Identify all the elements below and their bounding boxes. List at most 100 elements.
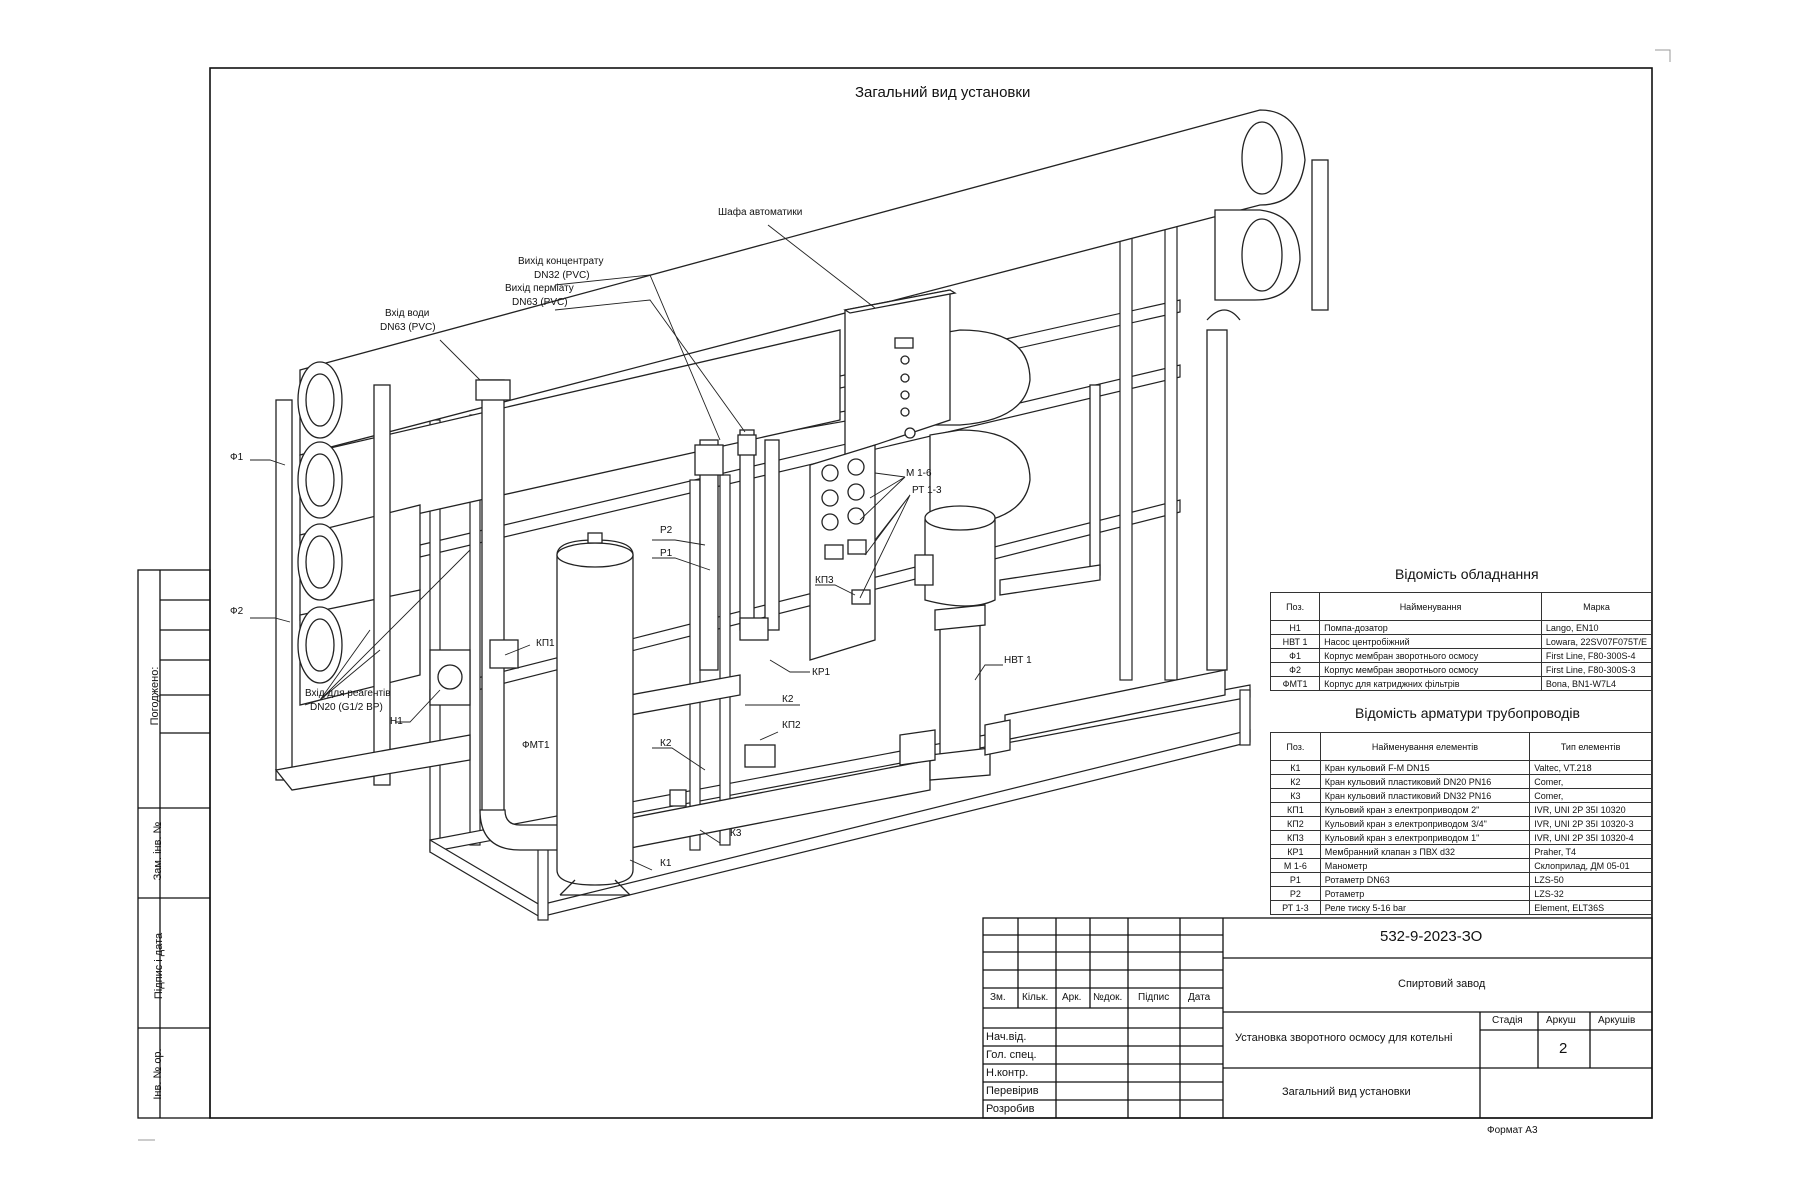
role-rozrobyv: Розробив — [986, 1103, 1035, 1115]
format-label: Формат А3 — [1487, 1125, 1538, 1136]
label-p1: Р1 — [660, 548, 673, 559]
label-nvt1: НВТ 1 — [1004, 655, 1032, 666]
fittings-header-cell: Найменування елементів — [1319, 732, 1531, 761]
label-kr1: КР1 — [812, 667, 831, 678]
side-stamp — [137, 569, 211, 1119]
fittings-header-cell: Тип елементів — [1529, 732, 1652, 761]
sheet-title: Загальний вид установки — [1282, 1086, 1411, 1098]
cell-pos: Р2 — [1270, 886, 1321, 901]
cell-pos: ФМТ1 — [1269, 676, 1321, 691]
stage-label: Стадія — [1492, 1015, 1523, 1026]
cell-pos: НВТ 1 — [1269, 634, 1321, 649]
cell-pos: РТ 1-3 — [1270, 900, 1321, 915]
fittings-table: Поз. Найменування елементів Тип елементі… — [1270, 732, 1652, 915]
cell-pos: КР1 — [1270, 844, 1321, 859]
role-pereviryv: Перевірив — [986, 1085, 1039, 1097]
cell-pos: КП1 — [1270, 802, 1321, 817]
cell-type: Comer, — [1529, 788, 1652, 803]
equipment-title: Відомість обладнання — [1395, 566, 1539, 582]
sheets-label: Аркушів — [1598, 1015, 1636, 1026]
cell-pos: К3 — [1270, 788, 1321, 803]
cell-name: Манометр — [1319, 858, 1531, 873]
fittings-header-cell: Поз. — [1270, 732, 1321, 761]
drawing-title: Загальний вид установки — [855, 84, 1031, 101]
cell-pos: Ф1 — [1269, 648, 1321, 663]
cell-pos: М 1-6 — [1270, 858, 1321, 873]
label-k2a: К2 — [782, 694, 794, 705]
cell-name: Помпа-дозатор — [1319, 620, 1542, 635]
col-header-kilk: Кільк. — [1022, 992, 1049, 1003]
cell-brand: First Line, F80-300S-3 — [1540, 662, 1653, 677]
side-signature-date: Підпис і дата — [153, 932, 165, 1000]
cell-pos: К2 — [1270, 774, 1321, 789]
label-f2: Ф2 — [230, 606, 244, 617]
label-k3: К3 — [730, 828, 742, 839]
cell-name: Насос центробіжний — [1319, 634, 1542, 649]
sheet-value: 2 — [1559, 1040, 1568, 1057]
label-vhid-reag-1: Вхід для реагентів — [305, 688, 391, 699]
cell-pos: КП2 — [1270, 816, 1321, 831]
leader-lines — [250, 224, 1003, 871]
cell-type: Element, ELT36S — [1529, 900, 1652, 915]
col-header-ark: Арк. — [1062, 992, 1082, 1003]
label-kp1: КП1 — [536, 638, 555, 649]
side-zam-inv: Зам. інв. № — [152, 821, 164, 881]
cell-name: Кульовий кран з електроприводом 2" — [1319, 802, 1531, 817]
cell-name: Кульовий кран з електроприводом 3/4" — [1319, 816, 1531, 831]
cell-type: IVR, UNI 2P 35I 10320-4 — [1529, 830, 1652, 845]
fittings-title: Відомість арматури трубопроводів — [1355, 705, 1580, 721]
label-fmt1: ФМТ1 — [522, 740, 550, 751]
label-vyhid-perm-2: DN63 (PVC) — [512, 297, 568, 308]
cell-type: Valtec, VT.218 — [1529, 760, 1652, 775]
label-vyhid-konc-2: DN32 (PVC) — [534, 270, 590, 281]
cell-brand: Lango, EN10 — [1540, 620, 1653, 635]
cell-type: Praher, T4 — [1529, 844, 1652, 859]
col-header-data: Дата — [1188, 992, 1211, 1003]
label-vyhid-konc-1: Вихід концентрату — [518, 256, 604, 267]
label-k1: К1 — [660, 858, 672, 869]
stamp-grid — [982, 917, 1653, 1119]
side-inv-orig: Інв. № ор. — [152, 1048, 164, 1100]
doc-number: 532-9-2023-ЗО — [1380, 928, 1483, 945]
label-vhid-reag-2: DN20 (G1/2 ВР) — [310, 702, 383, 713]
automation-cabinet — [809, 289, 957, 661]
centrifugal-pump — [899, 505, 1011, 781]
project-name: Спиртовий завод — [1398, 978, 1486, 990]
cell-name: Корпус для катриджних фільтрів — [1319, 676, 1542, 691]
label-m16: М 1-6 — [906, 468, 932, 479]
col-header-dok: №док. — [1093, 992, 1123, 1003]
membrane-housings — [297, 109, 1306, 706]
equipment-header-row: Поз. Найменування Марка — [1269, 592, 1653, 621]
cell-pos: КП3 — [1270, 830, 1321, 845]
cell-name: Ротаметр — [1319, 886, 1531, 901]
cell-pos: Н1 — [1269, 620, 1321, 635]
cell-name: Ротаметр DN63 — [1319, 872, 1531, 887]
role-gol: Гол. спец. — [986, 1049, 1037, 1061]
cell-pos: К1 — [1270, 760, 1321, 775]
equipment-header-cell: Найменування — [1319, 592, 1542, 621]
role-nkontr: Н.контр. — [986, 1067, 1029, 1079]
cell-name: Корпус мембран зворотнього осмосу — [1319, 662, 1542, 677]
cartridge-filter — [556, 532, 634, 896]
label-shafa: Шафа автоматики — [718, 207, 803, 218]
cell-name: Кран кульовий пластиковий DN20 PN16 — [1319, 774, 1531, 789]
cell-brand: First Line, F80-300S-4 — [1540, 648, 1653, 663]
cell-type: IVR, UNI 2P 35I 10320 — [1529, 802, 1652, 817]
cell-type: LZS-50 — [1529, 872, 1652, 887]
label-k2b: К2 — [660, 738, 672, 749]
sheet-label: Аркуш — [1546, 1015, 1576, 1026]
fittings-header-row: Поз. Найменування елементів Тип елементі… — [1270, 732, 1652, 761]
